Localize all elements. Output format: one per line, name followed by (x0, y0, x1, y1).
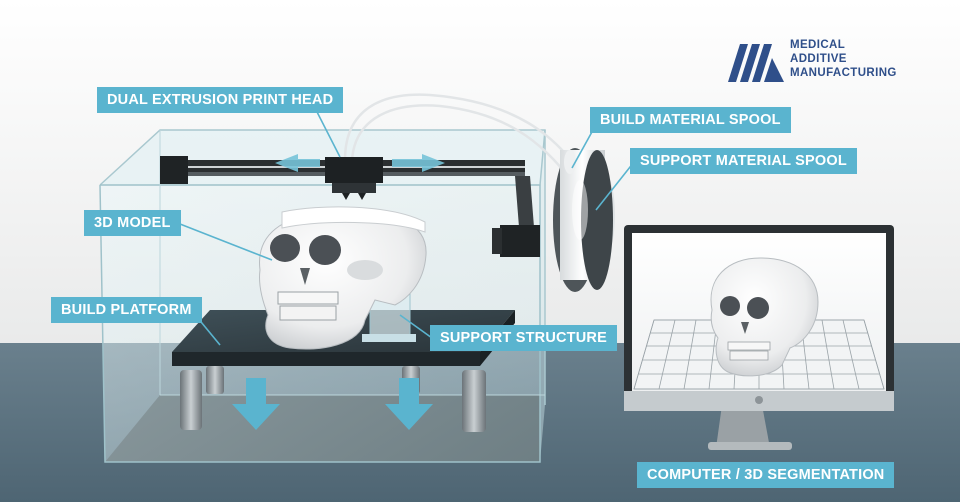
logo-line-1: MEDICAL (790, 39, 846, 51)
label-computer: COMPUTER / 3D SEGMENTATION (637, 462, 895, 488)
logo-line-3: MANUFACTURING (790, 67, 897, 79)
spool-assembly (553, 148, 615, 292)
logo-mark (728, 44, 784, 82)
logo-text: MEDICAL ADDITIVE MANUFACTURING (790, 38, 897, 80)
screen-skull (710, 257, 819, 377)
logo-line-2: ADDITIVE (790, 53, 847, 65)
company-logo: MEDICAL ADDITIVE MANUFACTURING (728, 38, 908, 86)
filament-tubes (343, 93, 576, 186)
label-3d-model: 3D MODEL (84, 210, 181, 236)
label-support-spool: SUPPORT MATERIAL SPOOL (630, 148, 857, 174)
left-right-arrow-icon (275, 154, 445, 172)
label-support-structure: SUPPORT STRUCTURE (430, 325, 617, 351)
skull-model (259, 206, 427, 350)
leader-lines (179, 107, 635, 346)
apple-logo-icon (755, 396, 763, 404)
down-arrow-icon (232, 378, 433, 430)
label-build-platform: BUILD PLATFORM (51, 297, 202, 323)
label-print-head: DUAL EXTRUSION PRINT HEAD (97, 87, 344, 113)
print-head (325, 157, 383, 200)
label-build-spool: BUILD MATERIAL SPOOL (590, 107, 791, 133)
